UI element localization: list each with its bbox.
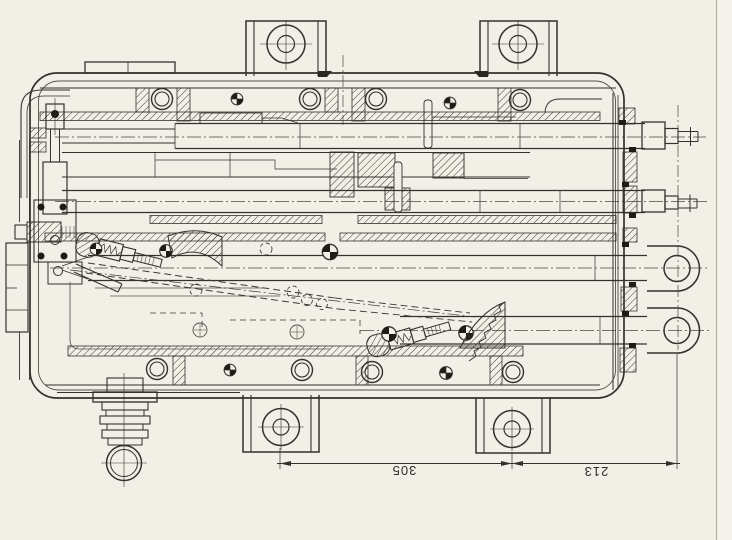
left-flange-plate	[5, 89, 75, 380]
ball-end-fitting	[92, 373, 158, 487]
end-cap-with-seals	[612, 93, 638, 390]
top-mounting-lug-right	[474, 20, 558, 77]
spring-coil	[100, 243, 121, 256]
dimension-label-305: 305	[392, 463, 417, 478]
top-mounting-lug-left	[245, 20, 332, 77]
pipe-elbow	[20, 89, 70, 198]
valve-spool-blocks	[62, 151, 530, 213]
rod-eye-lower	[647, 307, 701, 354]
seal-rings	[619, 120, 636, 348]
dim-arrow	[501, 461, 512, 466]
top-bolt-rail	[39, 87, 616, 122]
dimension-annotations: 305 213	[277, 354, 680, 479]
datum-target-symbol	[230, 92, 244, 106]
threaded-adjuster	[26, 221, 62, 243]
ratchet-sector	[459, 301, 506, 362]
datum-target-symbol	[443, 96, 457, 110]
dim-arrow	[512, 461, 523, 466]
lug-base-wedge	[474, 71, 488, 77]
dim-arrow	[666, 461, 677, 466]
piston-rod-upper	[50, 245, 710, 292]
bottom-mounting-foot-left	[242, 395, 320, 453]
hidden-lever-linkage	[69, 242, 476, 340]
datum-target-symbol	[439, 366, 453, 380]
dimension-label-213: 213	[584, 464, 609, 479]
thread-ticks	[61, 226, 75, 238]
output-shaft-upper	[55, 99, 706, 150]
datum-target-symbol	[89, 242, 103, 256]
bottom-bolt-rail	[45, 345, 600, 386]
datum-target-symbol	[381, 326, 397, 342]
datum-target-symbol	[321, 243, 339, 261]
piston-rod-lower	[360, 105, 710, 354]
dim-arrow	[280, 461, 291, 466]
output-shaft-lower	[55, 189, 708, 214]
lug-base-wedge	[318, 71, 332, 77]
rod-eye-upper	[647, 245, 701, 292]
datum-target-symbol	[223, 363, 237, 377]
bottom-mounting-foot-right	[475, 398, 551, 454]
cam-crescent	[167, 230, 223, 268]
